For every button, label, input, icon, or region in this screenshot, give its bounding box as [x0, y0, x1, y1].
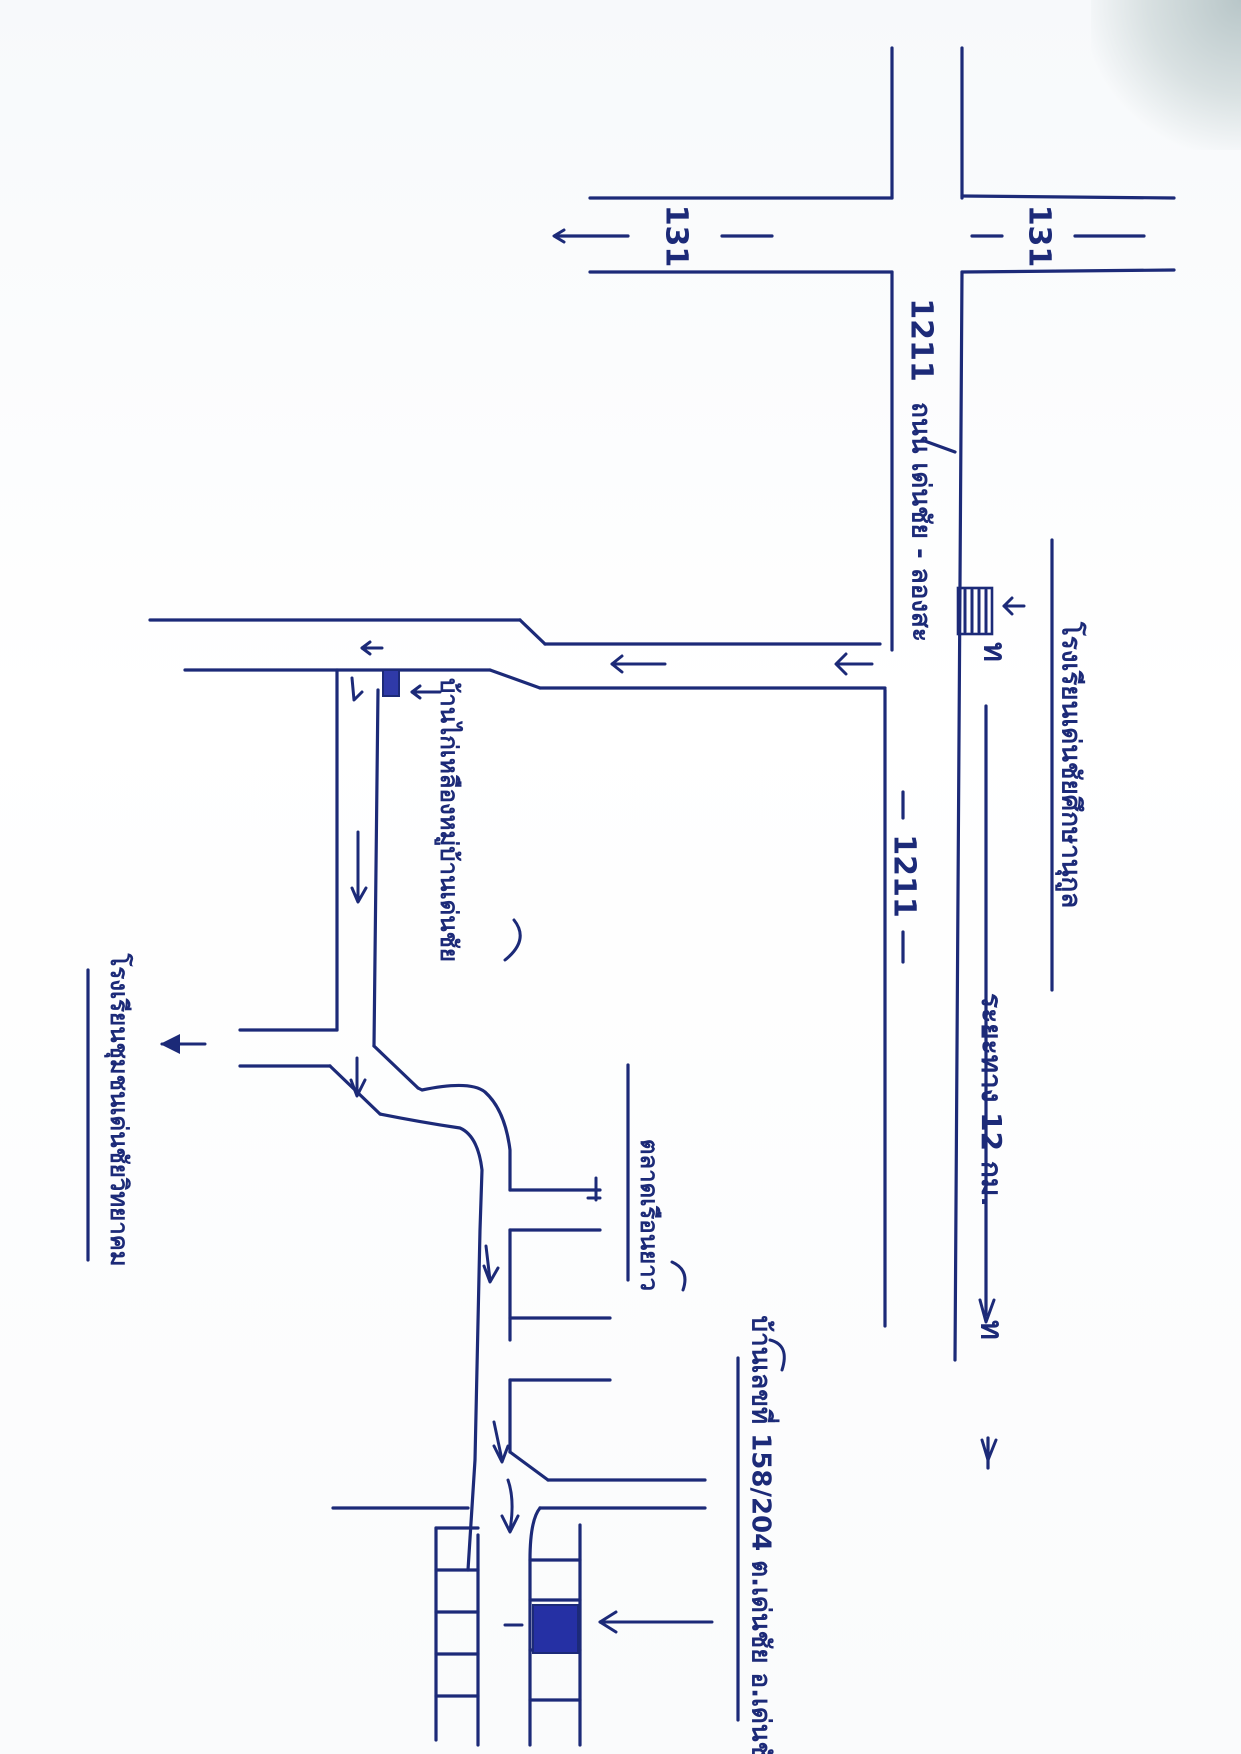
secondary-road [160, 668, 420, 1116]
label-1211-top: 1211 [904, 298, 939, 382]
left-place-annotation: บ้านไก่เหลืองหมู่บ้านเด่นชัย [434, 678, 522, 962]
road-name-label: ถนน เด่นชัย - ลองสะ [906, 402, 936, 642]
direction-mark-top: ท [977, 642, 1012, 662]
left-place-label: บ้านไก่เหลืองหมู่บ้านเด่นชัย [434, 678, 464, 962]
distance-label: ระยะทาง 12 กม. [975, 993, 1008, 1207]
direction-mark-bottom: ท [974, 1320, 1009, 1340]
paper-corner-shadow [1091, 0, 1241, 150]
house-marker-small [382, 669, 442, 700]
label-131-right: 131 [1022, 205, 1057, 268]
school-marker: โรงเรียนเด่นชัยศึกษานุกูล [956, 538, 1088, 992]
mid-place-label: ตลาดเรือนยาว [635, 1139, 663, 1291]
village-road [378, 1083, 707, 1572]
destination-marker [503, 1604, 714, 1654]
far-left-label: โรงเรียนชุมชนเด่นชัยวิทยาคม [103, 952, 134, 1266]
label-1211-mid: 1211 [887, 834, 922, 918]
destination-annotation: บ้านเลขที่ 158/204 ต.เด่นชัย อ.เด่นชัย [736, 1316, 786, 1754]
mid-place-annotation: ตลาดเรือนยาว [626, 1063, 687, 1292]
branch-road [148, 618, 887, 690]
label-131-left: 131 [659, 205, 694, 268]
road-1211: 1211 ถนน เด่นชัย - ลองสะ 1211 ท ท ระยะทา… [883, 46, 1012, 1470]
school-label: โรงเรียนเด่นชัยศึกษานุกูล [1055, 621, 1088, 908]
highway-131: 131 131 [552, 194, 1176, 274]
destination-label: บ้านเลขที่ 158/204 ต.เด่นชัย อ.เด่นชัย [746, 1316, 781, 1754]
bottom-rows [331, 1506, 707, 1747]
far-left-annotation: โรงเรียนชุมชนเด่นชัยวิทยาคม [86, 952, 134, 1267]
